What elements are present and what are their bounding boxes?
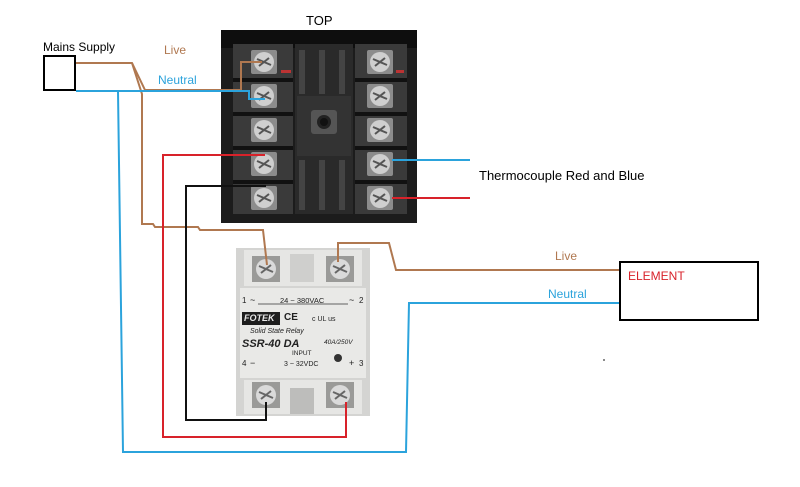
- controller-terminal-block: [221, 30, 417, 223]
- live-label-right: Live: [555, 249, 578, 263]
- mains-supply-box: [43, 55, 76, 91]
- controller-right-screws: [367, 50, 393, 210]
- relay-model: SSR-40 DA: [242, 338, 300, 350]
- relay-type: Solid State Relay: [250, 328, 304, 335]
- stray-dot: [603, 359, 605, 361]
- neutral-label-right: Neutral: [548, 287, 587, 301]
- temperature-controller: [221, 30, 417, 223]
- relay-rating: 40A/250V: [324, 339, 353, 346]
- relay-ce-mark: CE: [284, 312, 298, 323]
- mains-supply-label: Mains Supply: [43, 40, 116, 54]
- relay-minus: −: [250, 358, 256, 368]
- relay-term-1: 1: [242, 296, 247, 305]
- neutral-label-top: Neutral: [158, 73, 197, 87]
- relay-output-range: 24 ~ 380VAC: [280, 296, 325, 305]
- relay-term-3: 3: [359, 359, 364, 368]
- relay-tilde-2: ~: [349, 295, 355, 305]
- solid-state-relay: 1 ~ 24 ~ 380VAC ~ 2 FOTEK CE c UL us Sol…: [236, 248, 370, 416]
- thermocouple-label: Thermocouple Red and Blue: [479, 168, 645, 183]
- diagram-title: TOP: [306, 13, 333, 28]
- relay-input-label: INPUT: [292, 350, 312, 357]
- relay-tilde-1: ~: [250, 295, 256, 305]
- element-box: [619, 261, 759, 321]
- controller-left-screws: [251, 50, 277, 210]
- relay-term-2: 2: [359, 296, 364, 305]
- element-label: ELEMENT: [628, 269, 685, 283]
- relay-term-4: 4: [242, 359, 247, 368]
- relay-input-range: 3 ~ 32VDC: [284, 361, 319, 368]
- relay-brand: FOTEK: [244, 313, 275, 323]
- relay-ul-mark: c UL us: [312, 316, 336, 323]
- live-label-top: Live: [164, 43, 187, 57]
- relay-plus: +: [349, 358, 355, 368]
